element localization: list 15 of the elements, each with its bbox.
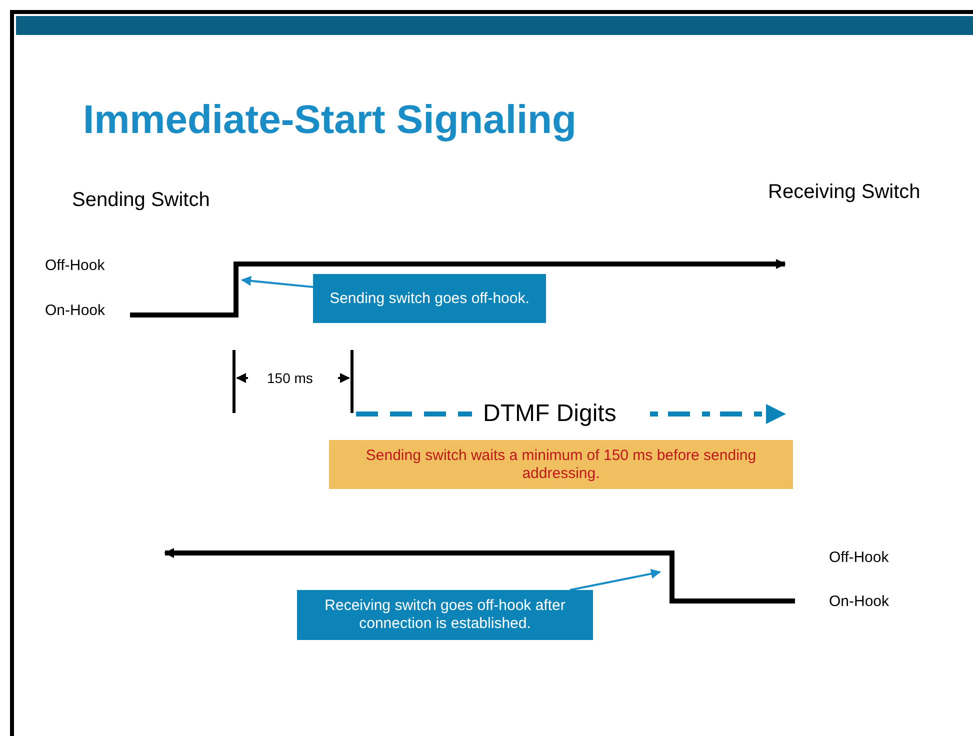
side-label: Receiving Switch [768, 181, 920, 204]
callout-box: Sending switch goes off-hook. [313, 274, 546, 323]
side-label: Sending Switch [72, 189, 210, 212]
level-label: On-Hook [829, 593, 890, 610]
leader-line [241, 276, 314, 288]
level-label: On-Hook [45, 302, 106, 319]
callout-box: Receiving switch goes off-hook after connection is established. [297, 590, 593, 640]
level-label: Off-Hook [45, 257, 105, 274]
note-box: Sending switch waits a minimum of 150 ms before sending addressing. [329, 440, 793, 489]
level-label: Off-Hook [829, 549, 889, 566]
dimension-label: 150 ms [267, 370, 313, 386]
leader-line [570, 568, 661, 591]
signal-waveform [130, 259, 786, 318]
arrow-label: DTMF Digits [483, 400, 616, 428]
slide-title: Immediate-Start Signaling [83, 98, 576, 143]
